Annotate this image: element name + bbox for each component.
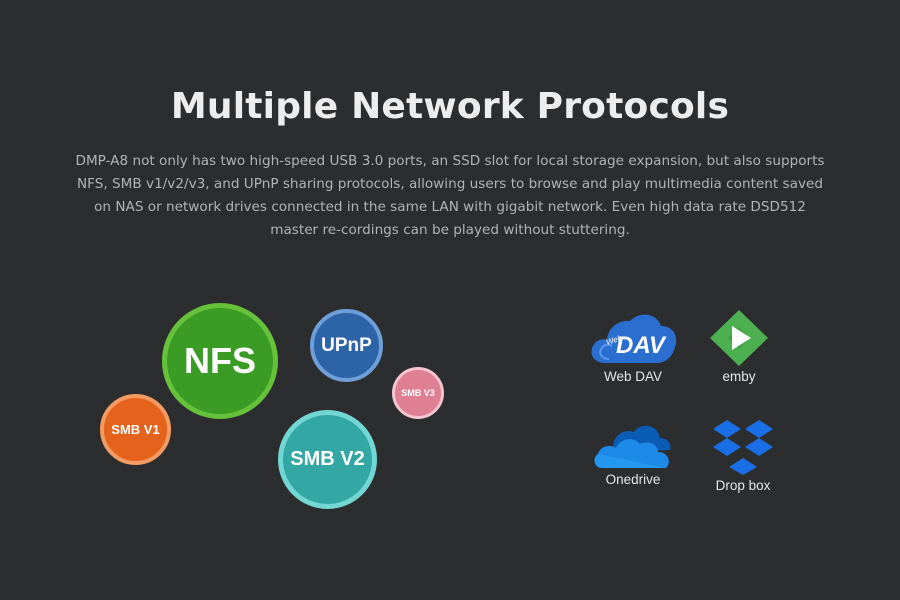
service-onedrive: Onedrive — [583, 418, 683, 487]
smb-v3-bubble: SMB V3 — [392, 367, 444, 419]
onedrive-cloud-icon — [594, 425, 671, 468]
dropbox-icon — [713, 420, 773, 475]
webdav-cloud-icon: Web DAV — [591, 314, 677, 363]
service-webdav: Web DAV Web DAV — [583, 309, 683, 384]
webdav-label: Web DAV — [603, 369, 663, 384]
service-dropbox: Drop box — [693, 418, 793, 493]
nfs-bubble: NFS — [162, 303, 278, 419]
smb-v1-bubble: SMB V1 — [100, 394, 171, 465]
upnp-bubble: UPnP — [310, 309, 383, 382]
page-title: Multiple Network Protocols — [170, 86, 730, 127]
dropbox-label: Drop box — [715, 478, 771, 493]
webdav-logo-text: DAV — [616, 332, 667, 359]
smb-v2-bubble: SMB V2 — [278, 410, 377, 509]
onedrive-label: Onedrive — [605, 472, 661, 487]
service-emby: emby — [689, 309, 789, 384]
description-paragraph: DMP-A8 not only has two high-speed USB 3… — [75, 153, 825, 238]
emby-label: emby — [722, 369, 756, 384]
emby-play-icon — [710, 310, 768, 366]
